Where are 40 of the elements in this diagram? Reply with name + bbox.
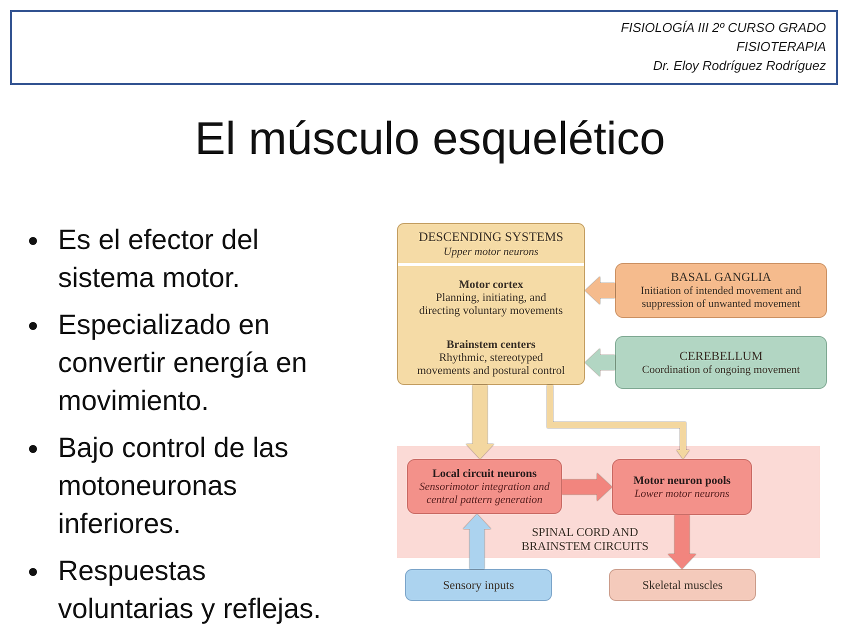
process-box: [615, 263, 827, 318]
section-text: Rhythmic, stereotyped movements and postural control: [416, 352, 566, 378]
box-heading: Local circuit neurons: [432, 466, 537, 480]
region-band: [397, 446, 820, 558]
block-arrow: [585, 276, 615, 304]
process-box: [609, 569, 756, 601]
process-box: [615, 336, 827, 389]
process-box: [397, 223, 585, 385]
section-text: Planning, initiating, and directing voluntary movements: [418, 292, 564, 318]
slide-title: El músculo esquelético: [194, 111, 666, 166]
box-heading: DESCENDING SYSTEMS: [418, 229, 564, 245]
box-heading: Motor neuron pools: [633, 474, 731, 488]
block-arrow: [547, 385, 690, 459]
bullet-text: Respuestas voluntarias y reflejas.: [58, 554, 322, 626]
box-heading: CEREBELLUM: [679, 348, 763, 364]
bullet-text: Especializado en convertir energía en movimiento.: [58, 308, 308, 418]
box-heading: BASAL GANGLIA: [670, 270, 772, 285]
header-text: FISIOLOGÍA III 2º CURSO GRADO: [620, 19, 826, 37]
box-text: Skeletal muscles: [642, 578, 723, 592]
block-arrow: [668, 515, 696, 569]
bullet-text: Es el efector del sistema motor.: [58, 223, 260, 295]
box-text: Coordination of ongoing movement: [642, 364, 800, 376]
box-text: Initiation of intended movement and suppression of unwanted movement: [640, 285, 802, 311]
box-subtitle: Lower motor neurons: [634, 488, 730, 500]
process-box: [405, 569, 552, 601]
process-box: [407, 459, 562, 514]
box-subtitle: Sensorimotor integration and central pattern generation: [418, 480, 551, 506]
block-arrow: [466, 385, 494, 459]
block-arrow: [585, 348, 615, 376]
block-arrow: [562, 473, 612, 501]
header-text: FISIOTERAPIA: [736, 38, 826, 56]
region-label: SPINAL CORD AND BRAINSTEM CIRCUITS: [520, 525, 650, 553]
header-text: Dr. Eloy Rodríguez Rodríguez: [653, 57, 826, 75]
bullet-text: Bajo control de las motoneuronas inferiores.: [58, 431, 290, 541]
box-text: Sensory inputs: [442, 578, 514, 592]
block-arrow: [463, 514, 491, 569]
section-heading: Brainstem centers: [445, 338, 537, 352]
process-box: [612, 459, 752, 515]
box-subtitle: Upper motor neurons: [442, 245, 540, 259]
section-heading: Motor cortex: [458, 278, 524, 292]
